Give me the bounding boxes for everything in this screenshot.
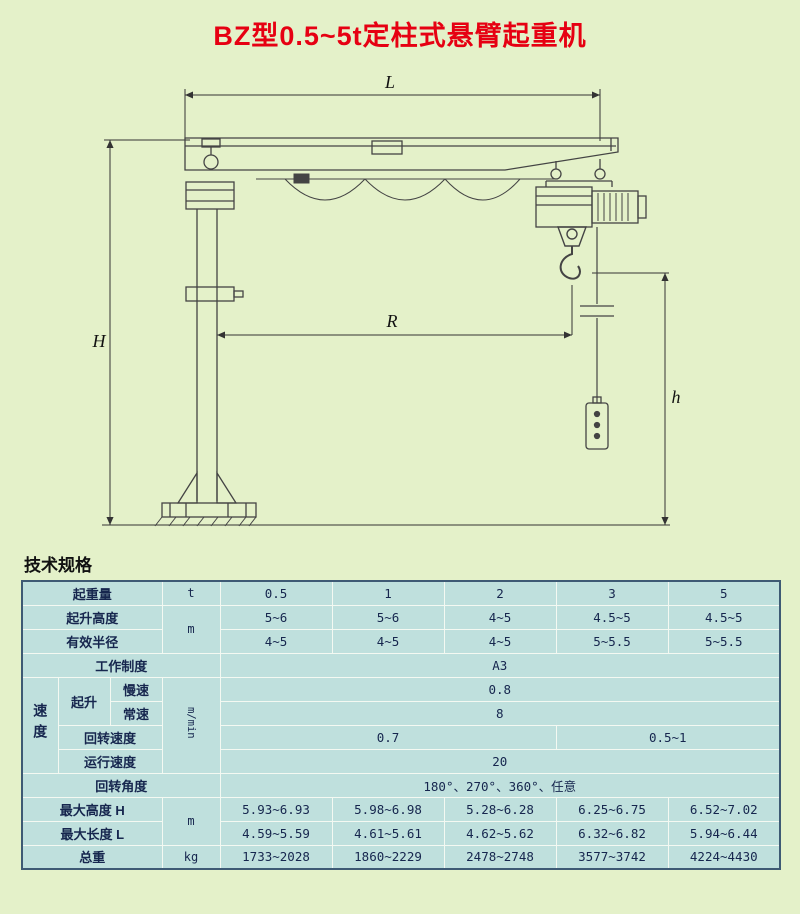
pillar-column (185, 209, 244, 501)
capacity-value: 3 (555, 580, 669, 606)
speed-normal-label: 常速 (109, 700, 163, 726)
max-length-value: 5.94~6.44 (667, 820, 781, 846)
lift-height-label: 起升高度 (21, 604, 163, 630)
slew-angle-label: 回转角度 (21, 772, 221, 798)
section-title: 技术规格 (24, 556, 92, 575)
max-length-value: 6.32~6.82 (555, 820, 669, 846)
capacity-value: 2 (443, 580, 557, 606)
row-duty: 工作制度 A3 (21, 652, 781, 678)
capacity-unit: t (161, 580, 221, 606)
duty-value: A3 (219, 652, 781, 678)
pendant-control (585, 396, 609, 450)
capacity-value: 5 (667, 580, 781, 606)
dimension-L (184, 89, 601, 141)
dimension-R (217, 285, 573, 339)
lift-height-value: 4~5 (443, 604, 557, 630)
total-weight-value: 1733~2028 (219, 844, 333, 870)
crane-drawing: L H R h (0, 55, 800, 547)
speed-lifting-label: 起升 (57, 676, 111, 726)
row-max-height: 最大高度 H m 5.93~6.93 5.98~6.98 5.28~6.28 6… (21, 796, 781, 846)
slew-angle-value: 180°、270°、360°、任意 (219, 772, 781, 798)
max-height-value: 6.25~6.75 (555, 796, 669, 822)
page-title: BZ型0.5~5t定柱式悬臂起重机 (213, 21, 587, 51)
max-height-value: 6.52~7.02 (667, 796, 781, 822)
total-weight-value: 1860~2229 (331, 844, 445, 870)
max-length-value: 4.62~5.62 (443, 820, 557, 846)
speed-travel-label: 运行速度 (57, 748, 163, 774)
crane-drawing-svg: L H R h (92, 72, 681, 527)
max-height-value: 5.28~6.28 (443, 796, 557, 822)
max-length-value: 4.59~5.59 (219, 820, 333, 846)
speed-normal-value: 8 (219, 700, 781, 726)
lift-height-value: 4.5~5 (555, 604, 669, 630)
row-speed-slewing: 回转速度 0.7 0.5~1 (22, 724, 781, 750)
lift-height-unit: m (161, 604, 221, 654)
festoon-cable (256, 173, 558, 201)
pendant-cable (580, 227, 614, 403)
slewing-bracket (185, 138, 235, 210)
max-length-label: 最大长度 L (21, 820, 163, 846)
hoist-trolley (535, 159, 647, 228)
dim-label-R: R (386, 311, 398, 331)
row-speed-travel: 运行速度 20 (22, 748, 781, 774)
max-height-value: 5.93~6.93 (219, 796, 333, 822)
radius-label: 有效半径 (21, 628, 163, 654)
speed-group-label: 速度 (21, 676, 59, 774)
speed-slewing-label: 回转速度 (57, 724, 163, 750)
radius-value: 5~5.5 (667, 628, 781, 654)
speed-slow-label: 慢速 (109, 676, 163, 702)
max-height-label: 最大高度 H (21, 796, 163, 822)
row-lift-height: 起升高度 m 5~6 5~6 4~5 4.5~5 4.5~5 (21, 604, 781, 654)
capacity-label: 起重量 (21, 580, 163, 606)
hook (556, 226, 588, 280)
radius-value: 5~5.5 (555, 628, 669, 654)
radius-value: 4~5 (331, 628, 445, 654)
row-total-weight: 总重 kg 1733~2028 1860~2229 2478~2748 3577… (21, 844, 781, 870)
max-height-value: 5.98~6.98 (331, 796, 445, 822)
dim-label-L: L (384, 72, 395, 92)
total-weight-label: 总重 (21, 844, 163, 870)
speed-unit: m/min (161, 676, 221, 774)
radius-value: 4~5 (443, 628, 557, 654)
speed-slewing-value-a: 0.7 (219, 724, 557, 750)
row-slew-angle: 回转角度 180°、270°、360°、任意 (21, 772, 781, 798)
lift-height-value: 4.5~5 (667, 604, 781, 630)
base-plate (154, 470, 257, 527)
capacity-value: 0.5 (219, 580, 333, 606)
duty-label: 工作制度 (21, 652, 221, 678)
row-max-length: 最大长度 L 4.59~5.59 4.61~5.61 4.62~5.62 6.3… (21, 820, 781, 846)
lift-height-value: 5~6 (331, 604, 445, 630)
dim-label-h: h (672, 387, 681, 407)
dimension-h (592, 272, 669, 525)
total-weight-value: 4224~4430 (667, 844, 781, 870)
speed-travel-value: 20 (219, 748, 781, 774)
row-radius: 有效半径 4~5 4~5 4~5 5~5.5 5~5.5 (21, 628, 781, 654)
speed-slewing-value-b: 0.5~1 (555, 724, 781, 750)
max-height-unit: m (161, 796, 221, 846)
row-speed-normal: 常速 8 (22, 700, 781, 726)
total-weight-value: 2478~2748 (443, 844, 557, 870)
max-length-value: 4.61~5.61 (331, 820, 445, 846)
dimension-H (104, 139, 190, 525)
total-weight-value: 3577~3742 (555, 844, 669, 870)
spec-table: 起重量 t 0.5 1 2 3 5 起升高度 m 5~6 5~6 4~5 4.5… (21, 580, 782, 870)
total-weight-unit: kg (161, 844, 221, 870)
lift-height-value: 5~6 (219, 604, 333, 630)
row-speed-slow: 速度 起升 慢速 m/min 0.8 (21, 676, 781, 774)
row-capacity: 起重量 t 0.5 1 2 3 5 (21, 580, 781, 606)
dim-label-H: H (92, 331, 107, 351)
jib-beam (184, 137, 619, 171)
radius-value: 4~5 (219, 628, 333, 654)
speed-slow-value: 0.8 (219, 676, 781, 702)
capacity-value: 1 (331, 580, 445, 606)
